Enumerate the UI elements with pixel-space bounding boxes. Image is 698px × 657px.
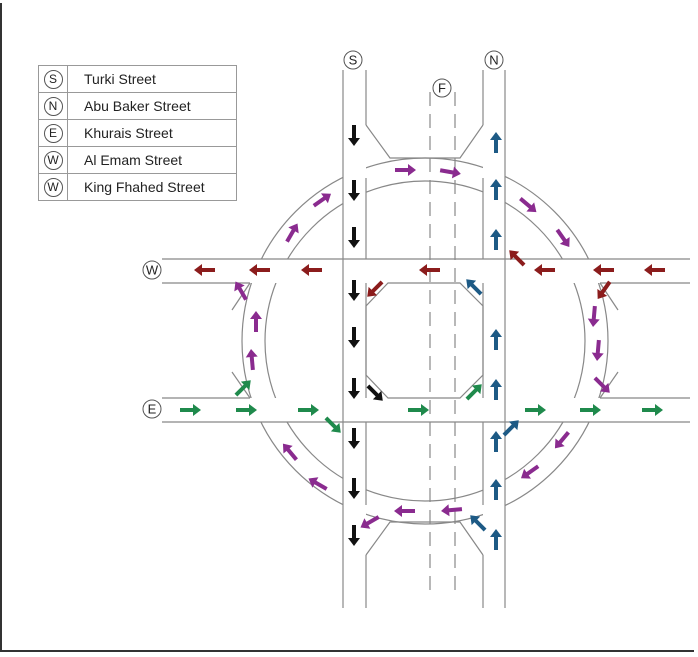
- roundabout-arrow-icon: [312, 193, 332, 208]
- eastbound-arrow-icon: [465, 384, 482, 401]
- road-label-flyover: F: [432, 78, 452, 98]
- svg-text:S: S: [349, 53, 358, 68]
- roundabout-arrow-icon: [520, 464, 540, 479]
- westbound-arrow-icon: [301, 264, 322, 276]
- roundabout-ring: [241, 157, 609, 525]
- roundabout-arrow-icon: [360, 515, 380, 529]
- eastbound-arrow-icon: [180, 404, 201, 416]
- roundabout-arrow-icon: [555, 228, 570, 248]
- southbound-arrow-icon: [348, 327, 360, 348]
- westbound-arrow-icon: [419, 264, 440, 276]
- northbound-arrow-icon: [490, 379, 502, 400]
- legend-symbol: S: [43, 69, 63, 89]
- westbound-arrow-icon: [249, 264, 270, 276]
- roundabout-arrow-icon: [593, 376, 610, 393]
- westbound-arrow-icon: [597, 280, 612, 300]
- roundabout-arrow-icon: [282, 443, 298, 461]
- legend-name: Abu Baker Street: [67, 92, 237, 120]
- roundabout-arrow-icon: [587, 305, 600, 327]
- westbound-arrow-icon: [534, 264, 555, 276]
- legend-symbol: W: [43, 150, 63, 170]
- roundabout-arrow-icon: [234, 281, 248, 301]
- legend-name: Khurais Street: [67, 119, 237, 147]
- southbound-arrow-icon: [348, 227, 360, 248]
- northbound-arrow-icon: [466, 279, 483, 296]
- svg-text:N: N: [489, 53, 498, 68]
- traffic-arrows: [180, 125, 665, 550]
- northbound-arrow-icon: [490, 431, 502, 452]
- eastbound-arrow-icon: [236, 404, 257, 416]
- road-label-west: W: [142, 260, 162, 280]
- southbound-arrow-icon: [348, 180, 360, 201]
- roundabout-arrow-icon: [395, 164, 416, 176]
- eastbound-arrow-icon: [324, 416, 341, 433]
- legend-name: King Fhahed Street: [67, 173, 237, 201]
- roundabout-arrow-icon: [554, 431, 570, 449]
- westbound-arrow-icon: [593, 264, 614, 276]
- westbound-arrow-icon: [509, 250, 526, 267]
- roundabout-arrow-icon: [591, 339, 604, 361]
- diagram-frame: [0, 3, 694, 652]
- svg-text:F: F: [438, 81, 446, 96]
- roundabout-arrow-icon: [250, 311, 262, 332]
- southbound-arrow-icon: [348, 525, 360, 546]
- northbound-arrow-icon: [490, 529, 502, 550]
- road-label-south: S: [343, 50, 363, 70]
- northbound-arrow-icon: [490, 179, 502, 200]
- southbound-arrow-icon: [348, 125, 360, 146]
- road-label-east: E: [142, 399, 162, 419]
- southbound-arrow-icon: [348, 280, 360, 301]
- svg-text:W: W: [146, 263, 159, 278]
- westbound-arrow-icon: [194, 264, 215, 276]
- eastbound-arrow-icon: [525, 404, 546, 416]
- roundabout-arrow-icon: [394, 505, 415, 517]
- northbound-arrow-icon: [490, 229, 502, 250]
- northbound-arrow-icon: [502, 420, 519, 437]
- southbound-arrow-icon: [366, 384, 383, 401]
- northbound-arrow-icon: [490, 479, 502, 500]
- northbound-arrow-icon: [490, 132, 502, 153]
- eastbound-arrow-icon: [298, 404, 319, 416]
- road-label-north: N: [484, 50, 504, 70]
- northbound-arrow-icon: [490, 329, 502, 350]
- svg-text:E: E: [148, 402, 157, 417]
- eastbound-arrow-icon: [408, 404, 429, 416]
- legend-name: Turki Street: [67, 65, 237, 93]
- westbound-arrow-icon: [367, 280, 384, 297]
- roundabout-arrow-icon: [245, 349, 258, 371]
- southbound-arrow-icon: [348, 428, 360, 449]
- legend-symbol: W: [43, 177, 63, 197]
- roundabout-arrow-icon: [519, 197, 537, 213]
- roundabout-arrow-icon: [308, 477, 328, 491]
- southbound-arrow-icon: [348, 478, 360, 499]
- legend-symbol: E: [43, 123, 63, 143]
- northbound-arrow-icon: [470, 515, 487, 532]
- westbound-arrow-icon: [644, 264, 665, 276]
- legend-name: Al Emam Street: [67, 146, 237, 174]
- legend-symbol: N: [43, 96, 63, 116]
- eastbound-arrow-icon: [580, 404, 601, 416]
- southbound-arrow-icon: [348, 378, 360, 399]
- road-outlines: [162, 70, 690, 608]
- eastbound-arrow-icon: [642, 404, 663, 416]
- roundabout-arrow-icon: [439, 166, 461, 179]
- roundabout-arrow-icon: [285, 223, 299, 243]
- roundabout-arrow-icon: [441, 504, 463, 517]
- eastbound-arrow-icon: [234, 380, 251, 397]
